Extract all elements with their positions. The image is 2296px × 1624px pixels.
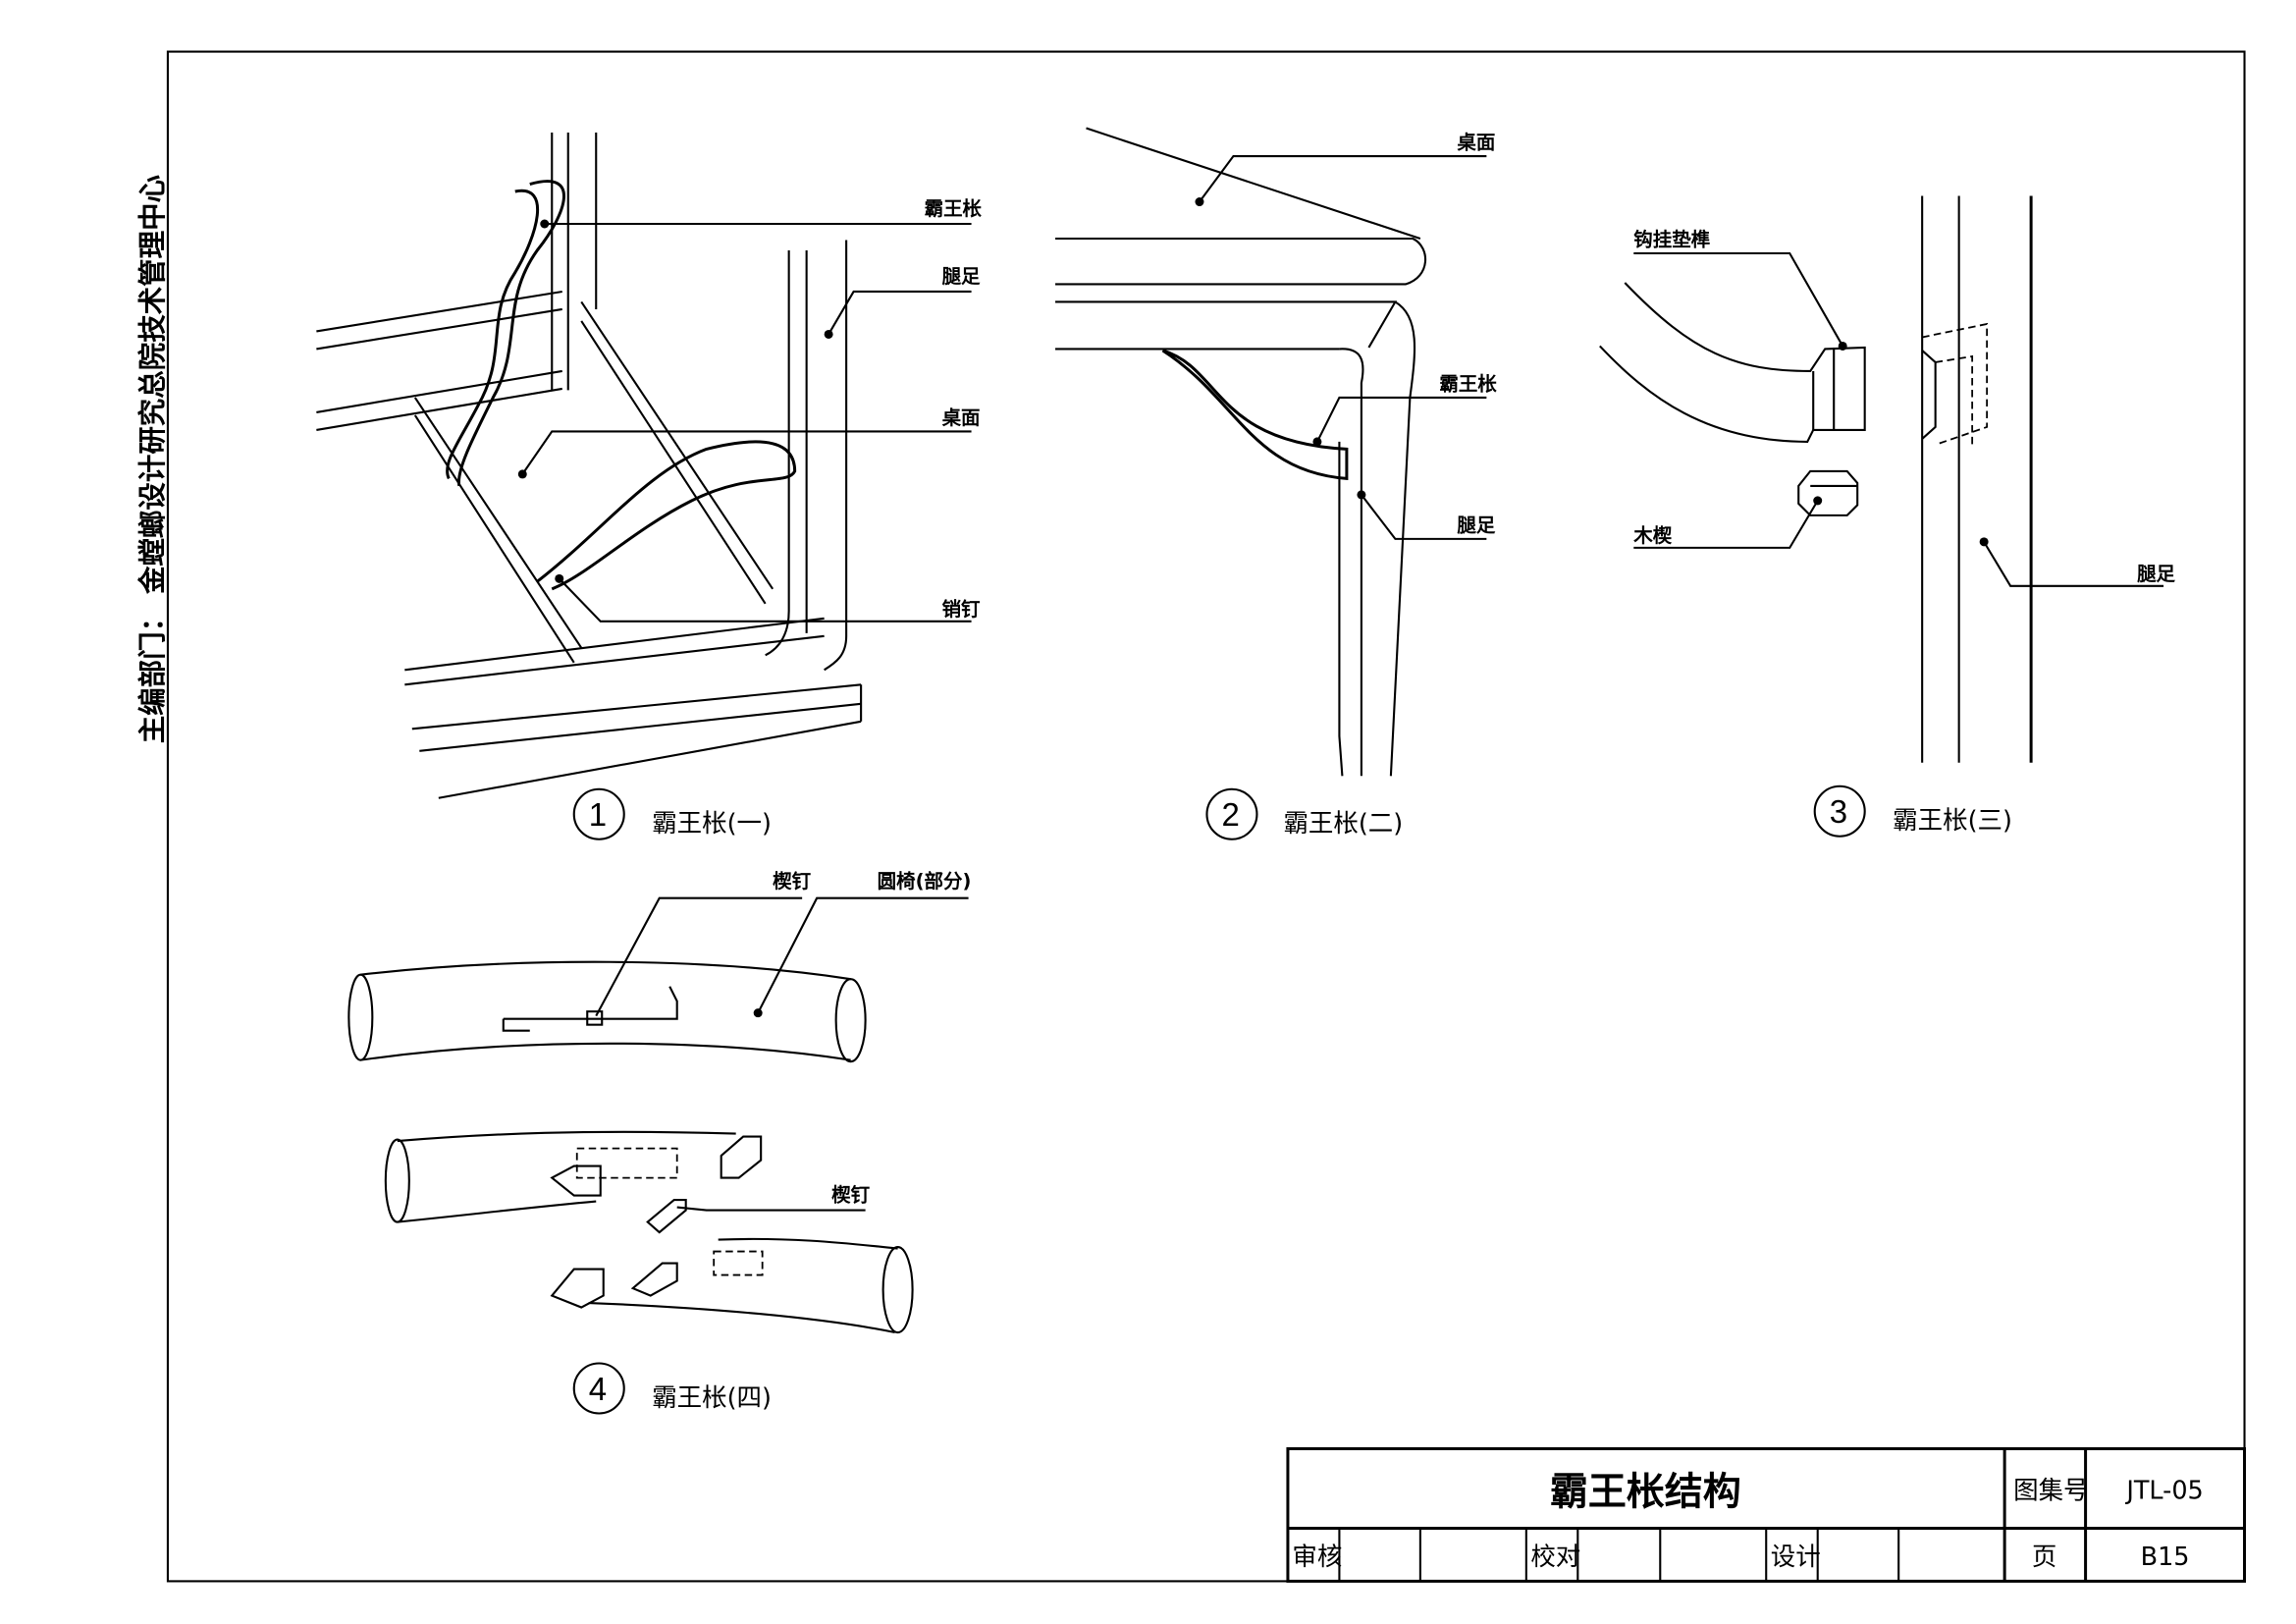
figure-1-drawing: 1 霸王枨(一) 霸王枨 腿足 桌面 销钉 bbox=[316, 133, 983, 840]
label-title_block-review_label: 审核 bbox=[1292, 1543, 1342, 1572]
label-figures-0-labels-1: 腿足 bbox=[941, 265, 981, 288]
label-figures-0-labels-0: 霸王枨 bbox=[925, 197, 983, 220]
label-title_block-atlas_value: JTL-05 bbox=[2124, 1476, 2203, 1505]
label-figures-3-caption: 霸王枨(四) bbox=[652, 1383, 772, 1413]
label-title_block-atlas_label: 图集号 bbox=[2013, 1476, 2088, 1505]
label-title_block-page_label: 页 bbox=[2032, 1543, 2056, 1572]
sheet-border bbox=[166, 50, 2246, 1583]
title-block: 霸王枨结构 图集号 JTL-05 审核 校对 设计 页 B15 bbox=[1286, 1446, 2247, 1583]
figure-2-drawing: 2 霸王枨(二) 桌面 霸王枨 腿足 bbox=[1055, 127, 1497, 840]
label-title_block-design_label: 设计 bbox=[1771, 1543, 1821, 1572]
label-figures-1-labels-0: 桌面 bbox=[1457, 132, 1495, 154]
label-title_block-check_label: 校对 bbox=[1530, 1543, 1580, 1572]
label-figures-0-labels-2: 桌面 bbox=[942, 406, 981, 429]
label-figures-1-caption: 霸王枨(二) bbox=[1283, 809, 1403, 839]
label-figures-3-labels-1: 圆椅(部分) bbox=[878, 870, 972, 893]
label-figures-1-labels-1: 霸王枨 bbox=[1439, 372, 1497, 395]
label-figures-1-number: 2 bbox=[1221, 796, 1239, 833]
figure-1-number-circle bbox=[572, 787, 625, 840]
label-figures-3-number: 4 bbox=[589, 1371, 607, 1407]
label-figures-0-number: 1 bbox=[589, 796, 607, 833]
label-figures-2-labels-1: 木楔 bbox=[1632, 524, 1672, 547]
label-figures-2-caption: 霸王枨(三) bbox=[1893, 806, 2012, 836]
label-figures-1-labels-2: 腿足 bbox=[1456, 514, 1495, 536]
label-figures-2-number: 3 bbox=[1830, 793, 1847, 830]
side-note: 主编部门： 金螳螂设计研究总院技术管理中心 bbox=[136, 174, 169, 743]
label-figures-3-labels-2: 楔钉 bbox=[831, 1184, 870, 1207]
label-figures-3-labels-0: 楔钉 bbox=[773, 870, 811, 893]
label-figures-0-caption: 霸王枨(一) bbox=[652, 809, 772, 839]
figure-3-drawing: 3 霸王枨(三) 钩挂垫榫 木楔 腿足 bbox=[1599, 195, 2176, 838]
drawing-title: 霸王枨结构 bbox=[1550, 1470, 1741, 1514]
figure-4-drawing: 4 霸王枨(四) 楔钉 圆椅(部分) 楔钉 bbox=[347, 870, 972, 1415]
label-figures-2-labels-0: 钩挂垫榫 bbox=[1633, 228, 1710, 250]
label-figures-2-labels-2: 腿足 bbox=[2136, 563, 2175, 585]
label-figures-0-labels-3: 销钉 bbox=[942, 598, 981, 621]
label-title_block-page_value: B15 bbox=[2141, 1543, 2190, 1572]
